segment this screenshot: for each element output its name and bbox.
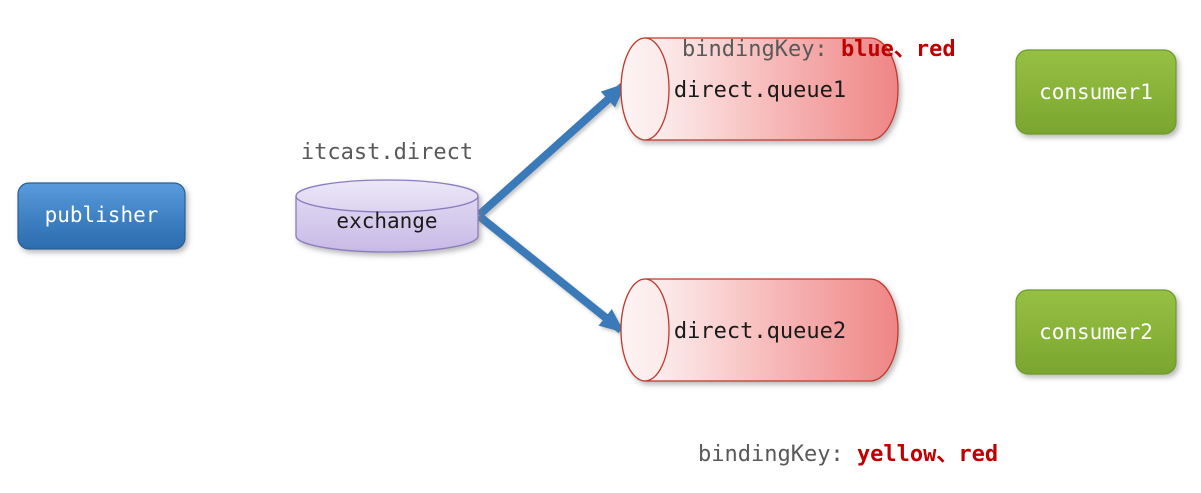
consumer1-node — [1015, 49, 1177, 135]
arrow-exchange-to-queue2 — [476, 212, 625, 334]
queue2-node — [620, 278, 899, 382]
exchange-node — [295, 179, 479, 253]
queue1-binding-keys: blue、red — [840, 37, 956, 62]
consumer2-node — [1015, 289, 1177, 375]
queue1-binding-prefix: bindingKey: — [681, 37, 841, 62]
publisher-node — [17, 182, 186, 250]
diagram-canvas: publisher itcast.direct exchange binding… — [17, 6, 1177, 467]
queue1-node — [620, 37, 899, 141]
queue1-binding-caption: bindingKey: blue、red — [629, 6, 956, 88]
queue2-binding-keys: yellow、red — [856, 442, 999, 467]
queue2-binding-prefix: bindingKey: — [697, 442, 857, 467]
diagram-shape-layer — [17, 37, 1177, 382]
arrow-exchange-to-queue1 — [476, 83, 627, 218]
queue2-binding-caption: bindingKey: yellow、red — [645, 411, 998, 493]
